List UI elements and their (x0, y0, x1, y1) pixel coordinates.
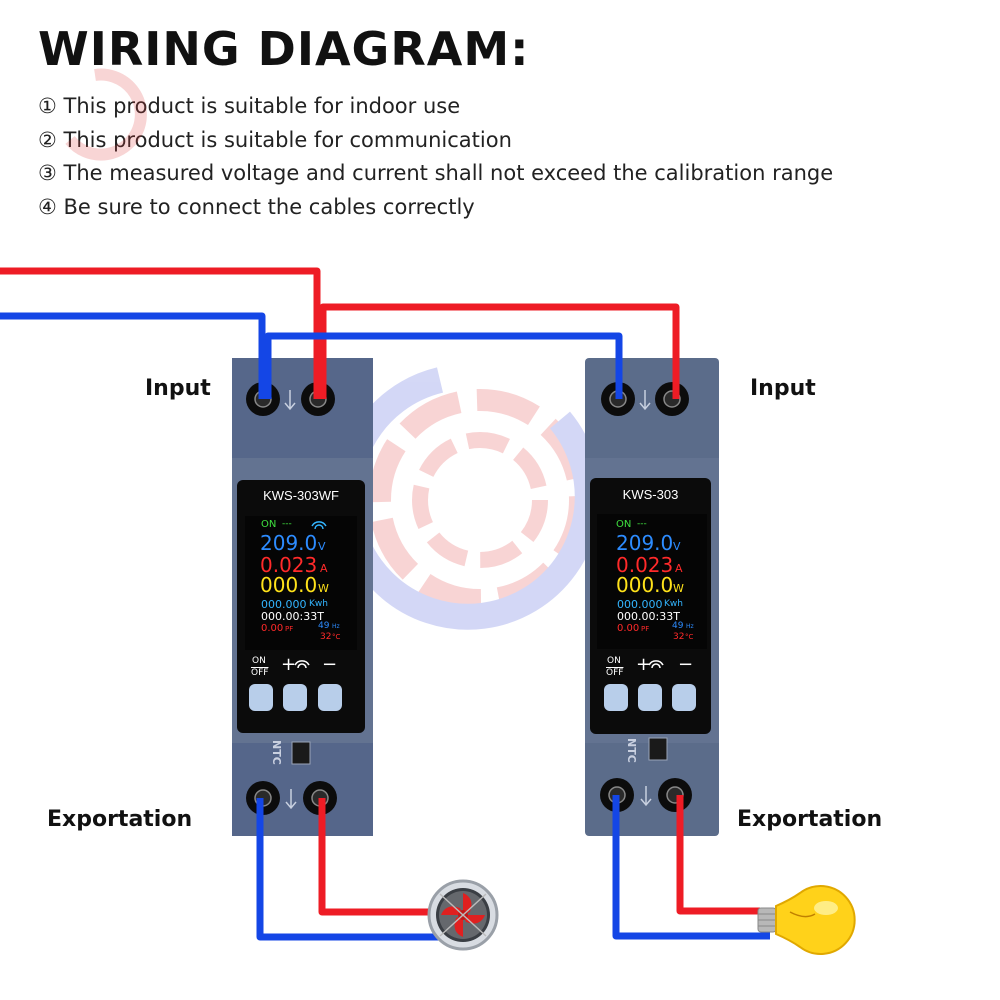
meter-device-right (585, 358, 719, 836)
export-label-left: Exportation (47, 807, 193, 832)
freq-value: 49 (672, 621, 684, 631)
note-item: ③ The measured voltage and current shall… (38, 161, 834, 185)
current-value: 0.023 (260, 553, 318, 577)
light-bulb-icon (757, 885, 856, 955)
current-unit: A (675, 562, 683, 575)
live-wire-bridge (319, 303, 680, 399)
neutral-wire-input (0, 312, 266, 399)
energy-unit: Kwh (664, 599, 683, 609)
freq-unit: Hz (332, 623, 340, 630)
meter-device-left (232, 358, 373, 836)
input-label-right: Input (750, 376, 816, 401)
wires (0, 267, 770, 941)
status-on: ON (261, 519, 277, 530)
notes-list: ① This product is suitable for indoor us… (38, 90, 833, 224)
status-dash: --- (637, 519, 647, 529)
on-off-button[interactable] (249, 684, 273, 711)
on-off-button[interactable] (604, 684, 628, 711)
status-dash: --- (282, 519, 292, 529)
temp-unit: °C (685, 633, 694, 641)
pf-unit: PF (641, 625, 650, 633)
pf-unit: PF (285, 625, 294, 633)
current-value: 0.023 (616, 553, 674, 577)
note-item: ② This product is suitable for communica… (38, 127, 512, 152)
ntc-label: NTC (625, 738, 638, 763)
neutral-wire-right-load (612, 795, 770, 940)
power-value: 000.0 (616, 573, 674, 597)
model-label: KWS-303WF (263, 488, 339, 503)
live-wire-right-load (676, 795, 760, 915)
pf-value: 0.00 (617, 623, 640, 634)
voltage-unit: V (673, 540, 681, 553)
energy-value: 000.000 (617, 598, 663, 611)
voltage-value: 209.0 (260, 531, 318, 555)
time-value: 000.00:33T (617, 610, 680, 623)
energy-unit: Kwh (309, 599, 328, 609)
power-unit: W (318, 582, 329, 595)
plus-label: + (281, 654, 297, 675)
minus-button[interactable] (318, 684, 342, 711)
temp-unit: °C (332, 633, 341, 641)
temp-value: 32 (320, 632, 332, 642)
voltage-value: 209.0 (616, 531, 674, 555)
on-label: ON (607, 656, 621, 666)
wifi-status-icon (311, 521, 327, 530)
input-label-left: Input (145, 376, 211, 401)
energy-value: 000.000 (261, 598, 307, 611)
plus-label: + (636, 654, 652, 675)
live-wire-left-load (318, 798, 440, 916)
plus-wifi-button[interactable] (283, 684, 307, 711)
freq-value: 49 (318, 621, 330, 631)
neutral-wire-left-load (256, 798, 440, 941)
off-label: OFF (251, 668, 269, 678)
on-label: ON (252, 656, 266, 666)
export-label-right: Exportation (737, 807, 883, 832)
plus-wifi-button[interactable] (638, 684, 662, 711)
neutral-wire-bridge (264, 332, 623, 399)
live-wire-input (0, 267, 321, 399)
voltage-unit: V (318, 540, 326, 553)
ntc-label: NTC (270, 740, 283, 765)
freq-unit: Hz (686, 623, 694, 630)
page-title: WIRING DIAGRAM: (38, 22, 530, 76)
power-unit: W (673, 582, 684, 595)
minus-label: − (678, 654, 694, 675)
status-on: ON (616, 519, 632, 530)
temp-value: 32 (673, 632, 685, 642)
note-item: ④ Be sure to connect the cables correctl… (38, 194, 475, 219)
wifi-icon (294, 660, 664, 669)
minus-label: − (322, 654, 338, 675)
power-value: 000.0 (260, 573, 318, 597)
time-value: 000.00:33T (261, 610, 324, 623)
off-label: OFF (606, 668, 624, 678)
minus-button[interactable] (672, 684, 696, 711)
model-label: KWS-303 (622, 487, 679, 502)
note-item: ① This product is suitable for indoor us… (38, 94, 461, 118)
current-unit: A (320, 562, 328, 575)
pf-value: 0.00 (261, 623, 284, 634)
fan-icon (427, 879, 499, 951)
